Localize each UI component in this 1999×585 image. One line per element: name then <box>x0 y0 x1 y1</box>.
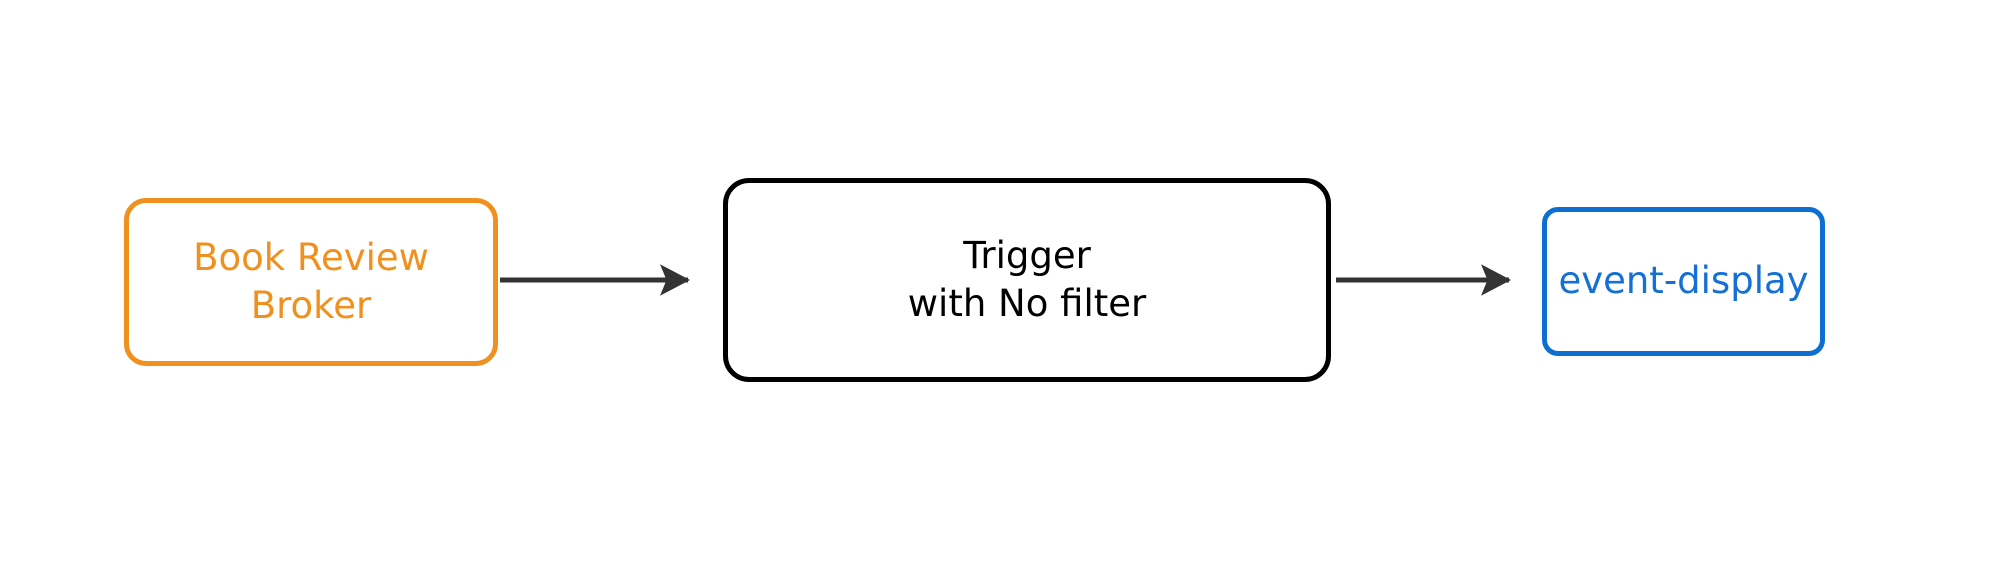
node-trigger-with-no-filter[interactable]: Trigger with No filter <box>723 178 1331 382</box>
node-event-display[interactable]: event-display <box>1542 207 1825 356</box>
node-trigger-with-no-filter-label: Trigger with No filter <box>907 233 1147 325</box>
node-book-review-broker[interactable]: Book Review Broker <box>124 198 498 366</box>
node-book-review-broker-label: Book Review Broker <box>193 235 429 327</box>
node-event-display-label: event-display <box>1558 259 1809 303</box>
